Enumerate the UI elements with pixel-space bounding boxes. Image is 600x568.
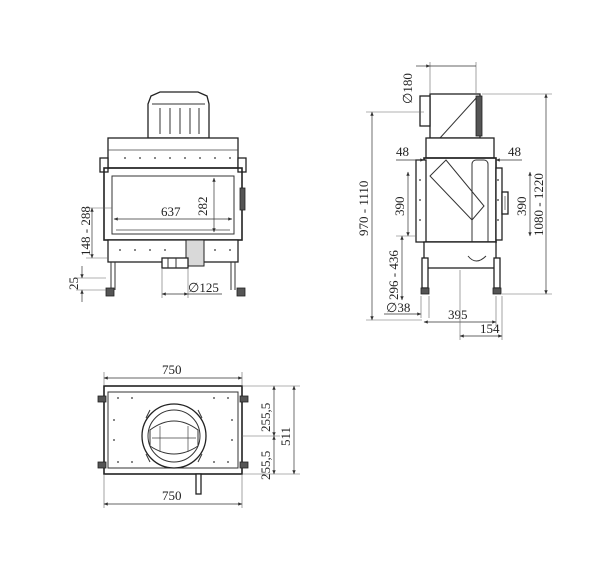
dim-395: 395	[448, 307, 468, 322]
rivets-top-front	[124, 157, 231, 159]
legs-front	[105, 262, 246, 297]
dim-255-bottom: 255,5	[258, 451, 273, 480]
glass-door	[111, 175, 235, 235]
dim-25: 25	[66, 277, 81, 290]
dim-48-right: 48	[508, 144, 521, 159]
dim-750-top: 750	[162, 362, 182, 377]
air-inlet-front	[161, 239, 205, 269]
dim-1080-1220: 1080 - 1220	[531, 173, 546, 236]
dim-48-left: 48	[396, 144, 409, 159]
side-view: ∅180 48 48 390 390 970 - 1110 1080 - 122…	[356, 62, 552, 340]
dim-750-bottom: 750	[162, 488, 182, 503]
top-hood-front	[107, 137, 239, 169]
dim-296-436: 296 - 436	[386, 250, 401, 300]
door-handle	[239, 187, 246, 211]
baffle	[429, 159, 485, 221]
flue-opening-top	[141, 403, 207, 469]
dim-148-288: 148 - 288	[78, 206, 93, 256]
top-view: 750 750 255,5 255,5 511	[97, 362, 300, 508]
dim-390-right: 390	[514, 197, 529, 217]
dim-air-125: ∅125	[188, 280, 219, 295]
dim-637: 637	[161, 204, 181, 219]
flue-collar-front	[147, 91, 210, 139]
top-frame	[103, 385, 243, 475]
corner-brackets	[97, 395, 249, 469]
lower-section-side	[423, 241, 497, 269]
hood-side	[425, 137, 495, 159]
flue-side	[419, 93, 483, 139]
dim-390-left: 390	[392, 197, 407, 217]
front-view: 637 282 148 - 288 25 ∅125	[66, 91, 247, 302]
dim-leg-38: ∅38	[386, 300, 410, 315]
dim-282: 282	[195, 197, 210, 217]
dim-511: 511	[278, 427, 293, 446]
dim-flue-180: ∅180	[400, 73, 415, 104]
dim-970-1110: 970 - 1110	[356, 181, 371, 236]
dim-255-top: 255,5	[258, 403, 273, 432]
dim-154: 154	[480, 321, 500, 336]
inlet-stub-top	[195, 473, 202, 495]
legs-side	[420, 257, 502, 295]
